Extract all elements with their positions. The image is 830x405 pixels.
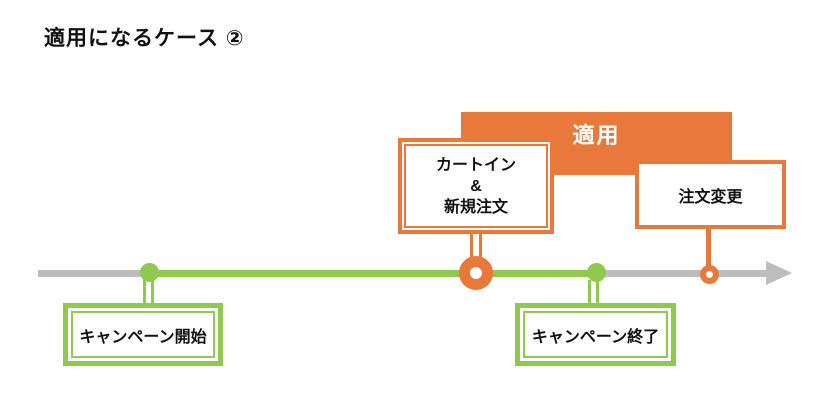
- cart-in-line-3: 新規注文: [443, 198, 508, 216]
- order-change-marker: [700, 265, 719, 284]
- campaign-end-marker: [587, 263, 606, 282]
- cart-in-connector: [470, 234, 482, 260]
- campaign-end-box-inner: キャンペーン終了: [523, 311, 668, 358]
- campaign-start-box: キャンペーン開始: [63, 303, 223, 366]
- page-title: 適用になるケース ②: [44, 27, 245, 50]
- campaign-start-connector: [143, 280, 154, 304]
- timeline-arrow-icon: [766, 261, 792, 285]
- campaign-end-connector: [588, 280, 599, 304]
- cart-in-order-box-inner: カートイン & 新規注文: [404, 144, 548, 228]
- cart-in-order-box: カートイン & 新規注文: [398, 138, 554, 234]
- campaign-period-line: [147, 270, 597, 277]
- order-change-label: 注文変更: [678, 188, 743, 206]
- campaign-end-label: キャンペーン終了: [531, 328, 660, 346]
- apply-banner-label: 適用: [572, 123, 621, 148]
- order-change-connector: [706, 229, 711, 269]
- cart-in-line-2: &: [470, 177, 482, 195]
- campaign-end-box: キャンペーン終了: [515, 303, 676, 366]
- cart-in-line-1: カートイン: [435, 156, 516, 174]
- cart-in-marker: [459, 256, 493, 290]
- order-change-box: 注文変更: [635, 160, 786, 229]
- campaign-start-label: キャンペーン開始: [79, 328, 207, 346]
- campaign-start-box-inner: キャンペーン開始: [71, 311, 215, 358]
- campaign-start-marker: [140, 263, 159, 282]
